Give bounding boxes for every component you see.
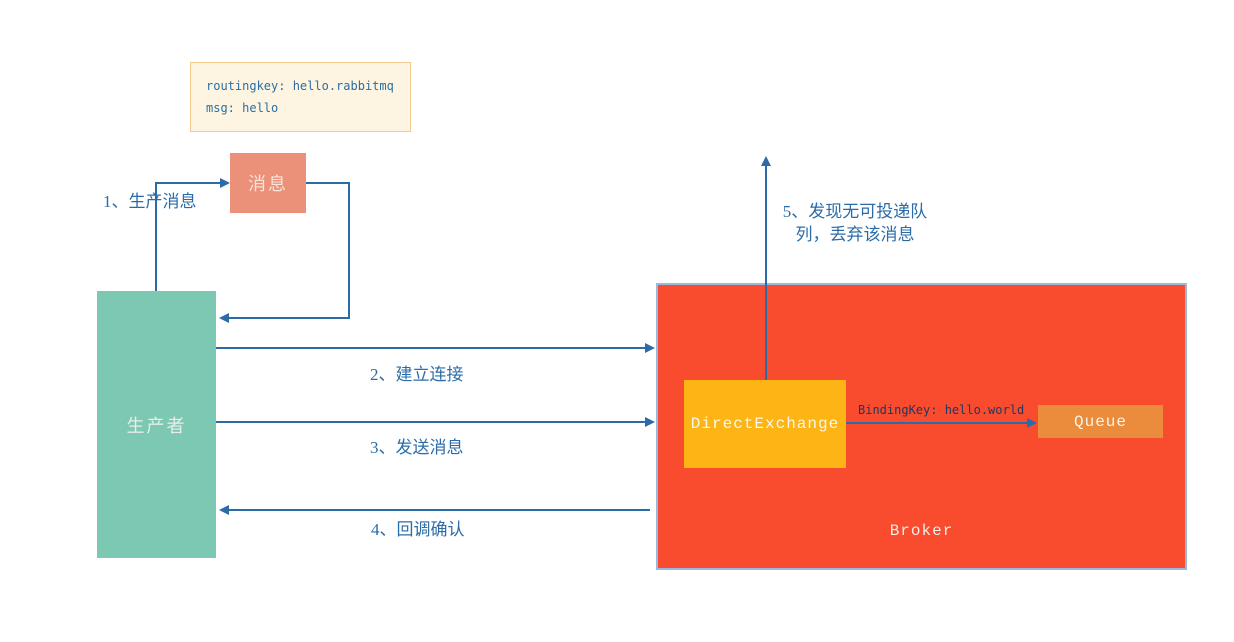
routingkey-note: routingkey: hello.rabbitmq msg: hello bbox=[190, 62, 411, 132]
queue-node: Queue bbox=[1038, 405, 1163, 438]
direct-exchange-node-label: DirectExchange bbox=[690, 415, 840, 433]
producer-node-label: 生产者 bbox=[126, 415, 187, 436]
direct-exchange-node: DirectExchange bbox=[684, 380, 846, 468]
broker-node-label: Broker bbox=[889, 522, 954, 540]
queue-node-label: Queue bbox=[1073, 412, 1127, 431]
label-step3-send-message: 3、发送消息 bbox=[370, 438, 464, 457]
producer-node: 生产者 bbox=[97, 291, 216, 558]
message-node: 消息 bbox=[230, 153, 306, 213]
label-step5-no-deliverable-queue: 5、发现无可投递队列，丢弃该消息 bbox=[782, 202, 928, 244]
label-step4-callback-confirm: 4、回调确认 bbox=[371, 520, 465, 539]
message-node-label: 消息 bbox=[248, 174, 288, 194]
note-line-1: routingkey: hello.rabbitmq bbox=[206, 79, 394, 93]
label-step2-establish-connection: 2、建立连接 bbox=[370, 365, 464, 384]
note-line-2: msg: hello bbox=[206, 101, 279, 115]
label-step1-produce-message: 1、生产消息 bbox=[103, 192, 197, 211]
label-binding-key: BindingKey: hello.world bbox=[858, 403, 1025, 417]
